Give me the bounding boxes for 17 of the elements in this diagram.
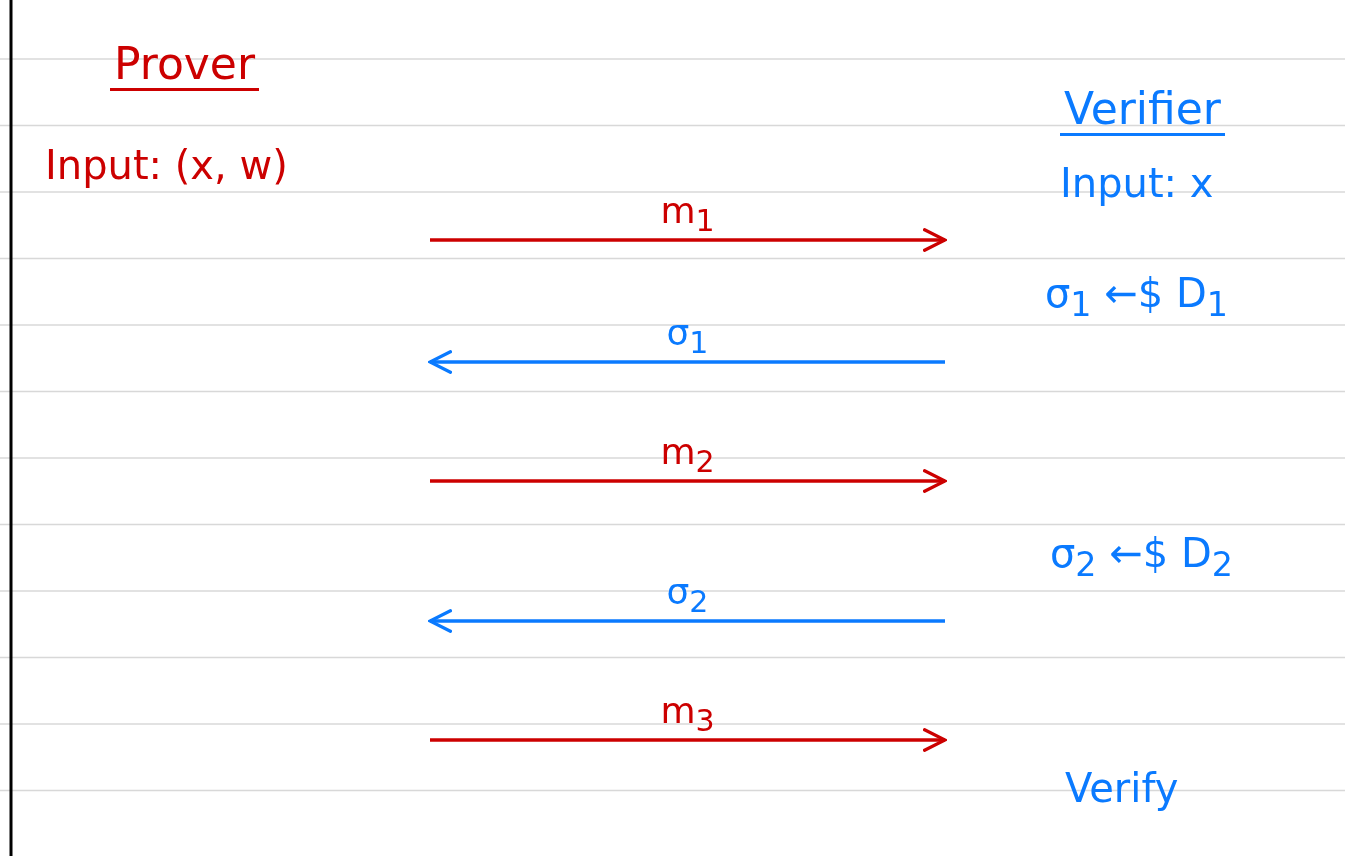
edge-label: m$_{3}$ [660, 690, 715, 739]
edge-label: m$_{1}$ [660, 190, 715, 239]
message-arrow [430, 728, 947, 752]
formula-text: σ$_{1}$ ←$ D$_{1}$ [1045, 270, 1228, 324]
verify-text: Verify [1065, 765, 1179, 811]
edge-label: m$_{2}$ [660, 431, 715, 480]
participant-heading: Prover [110, 40, 259, 92]
formula-text: σ$_{2}$ ←$ D$_{2}$ [1050, 530, 1233, 584]
message-arrow [430, 228, 947, 252]
input-text: Input: x [1060, 160, 1214, 206]
message-arrow [428, 350, 945, 374]
edge-label: σ$_{1}$ [666, 312, 709, 361]
edge-label: σ$_{2}$ [666, 571, 709, 620]
participant-heading: Verifier [1060, 85, 1225, 137]
message-arrow [428, 609, 945, 633]
input-text: Input: (x, w) [45, 142, 288, 188]
message-arrow [430, 469, 947, 493]
